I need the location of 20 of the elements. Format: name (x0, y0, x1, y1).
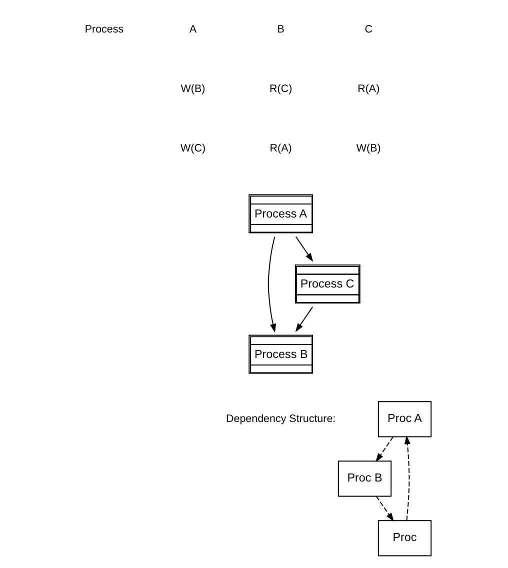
label: R(A) (270, 142, 292, 155)
node-box: Proc B (338, 460, 392, 497)
label: W(B) (356, 142, 381, 155)
label: A (189, 24, 197, 36)
arrow (268, 236, 276, 333)
label: Process (84, 24, 124, 36)
arrow (376, 496, 394, 522)
node-box: Proc (378, 520, 432, 556)
label: B (277, 24, 284, 36)
label: R(C) (270, 83, 292, 96)
arrow (295, 306, 314, 332)
label: Dependency Structure: (226, 412, 336, 425)
label: R(A) (358, 83, 380, 96)
node-box: Proc A (378, 401, 432, 438)
label: W(B) (180, 83, 206, 96)
arrow (376, 436, 394, 462)
label: C (364, 24, 373, 36)
arrow (295, 236, 314, 262)
label: W(C) (180, 142, 206, 155)
arrow (404, 435, 410, 521)
